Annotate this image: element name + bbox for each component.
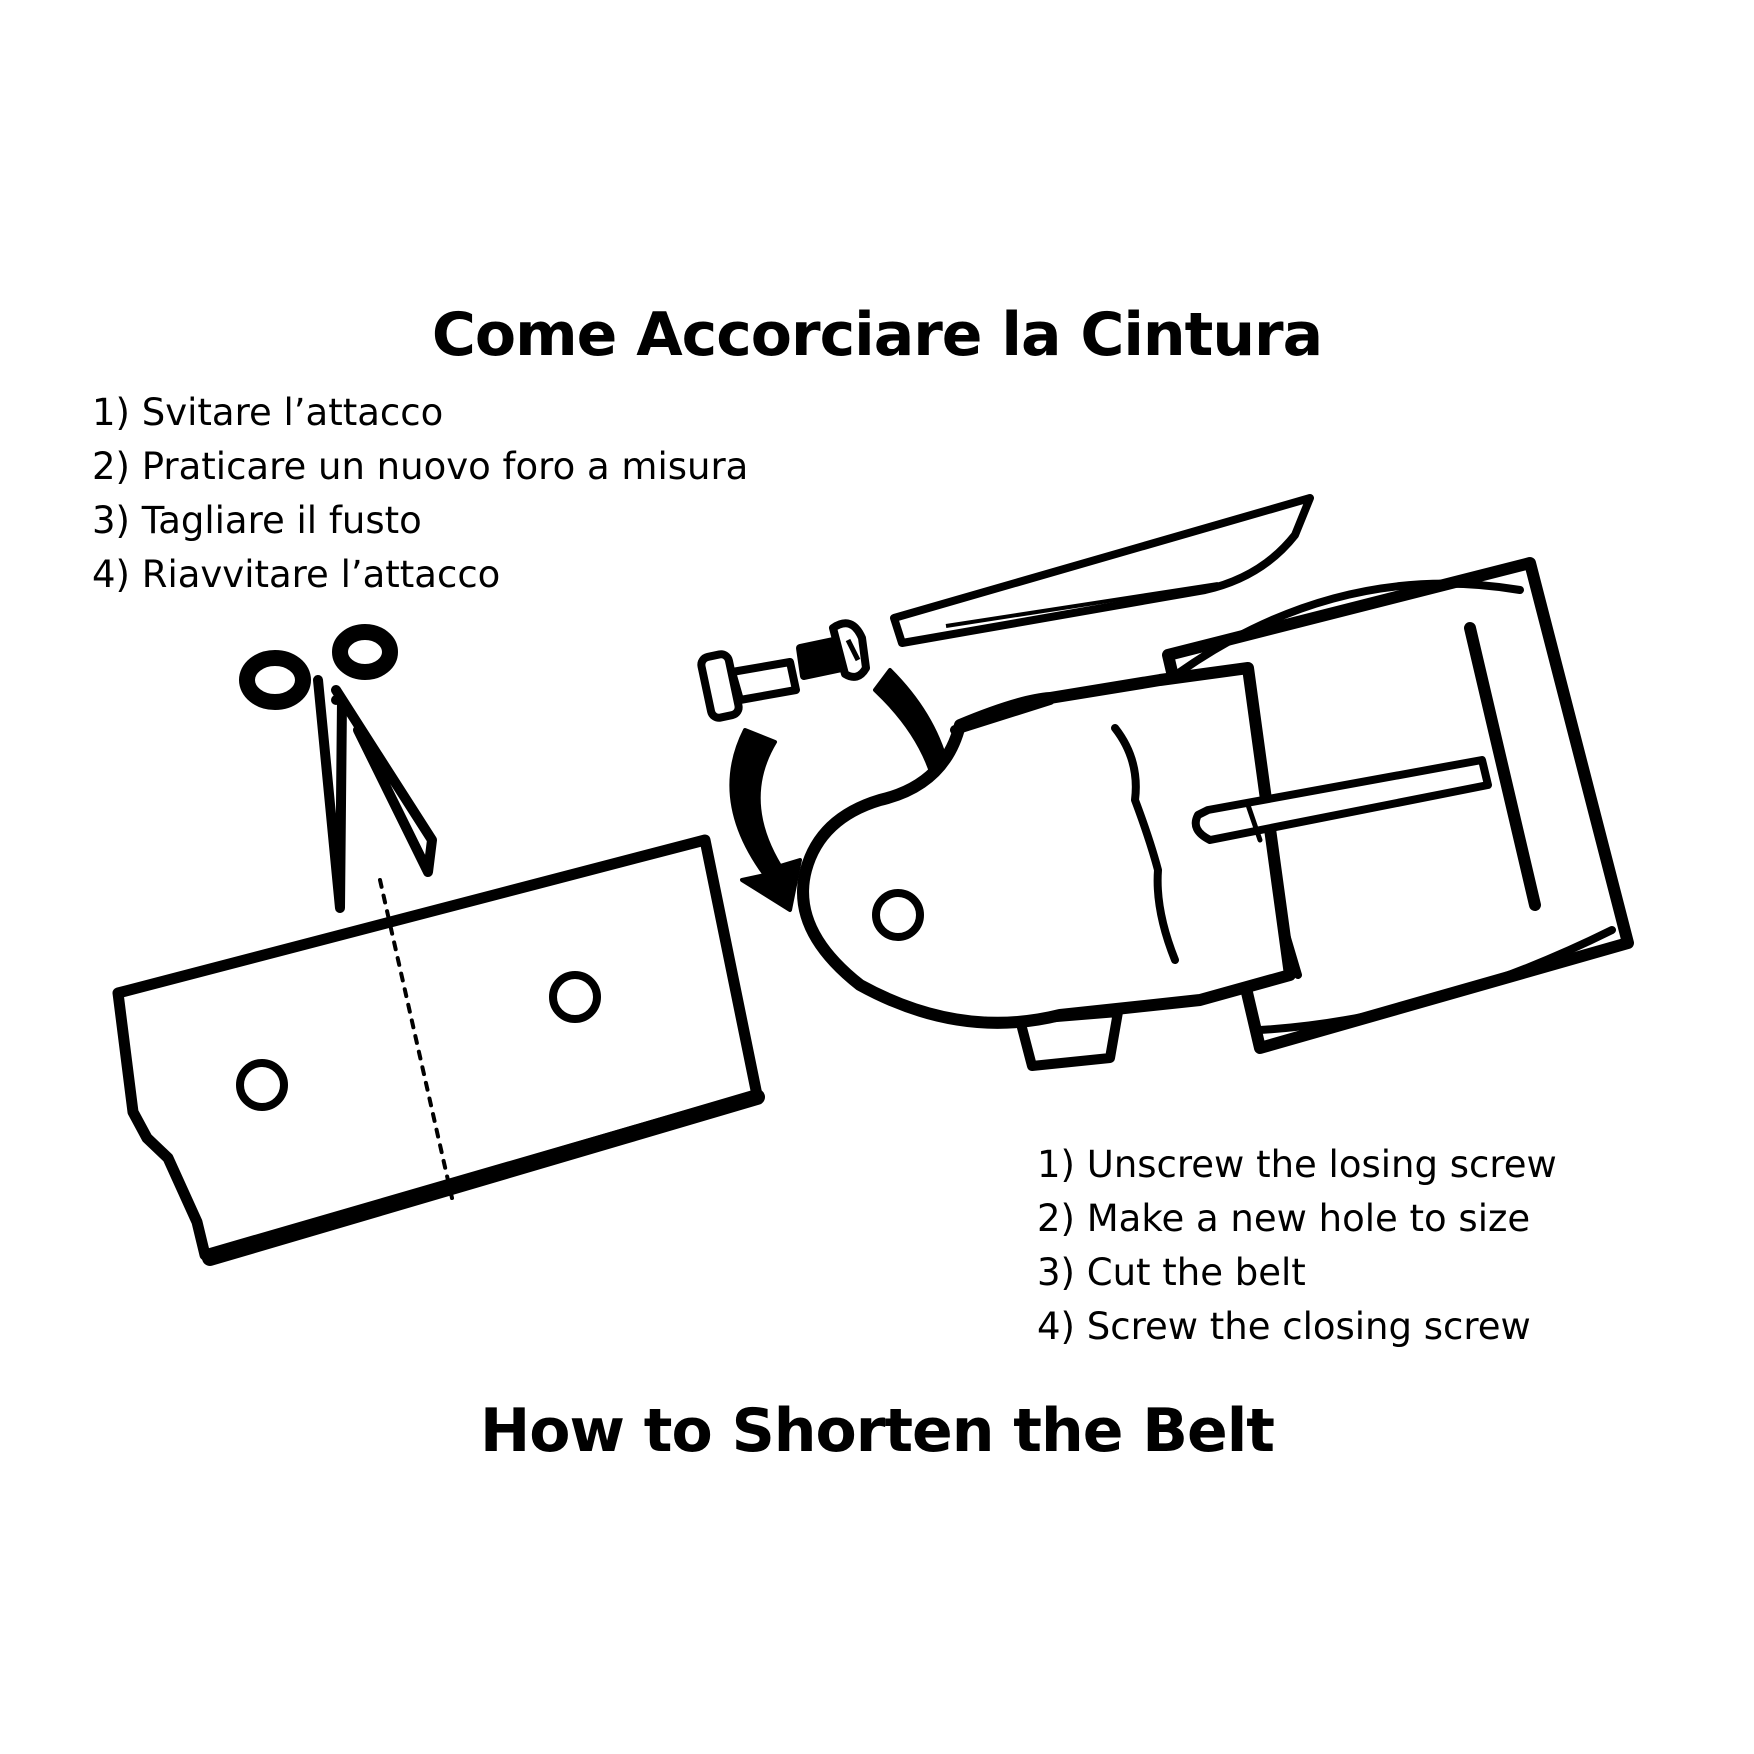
belt-hole-1 [236,1059,288,1111]
steps-english: 1) Unscrew the losing screw 2) Make a ne… [1037,1138,1557,1354]
step-en-1: 1) Unscrew the losing screw [1037,1143,1557,1186]
step-it-2: 2) Praticare un nuovo foro a misura [92,445,749,488]
belt-hole-2 [549,971,601,1023]
step-it-3: 3) Tagliare il fusto [92,499,422,542]
steps-italian: 1) Svitare l’attacco 2) Praticare un nuo… [92,386,748,602]
buckle-hole [872,889,924,941]
title-italian: Come Accorciare la Cintura [431,300,1323,370]
step-en-3: 3) Cut the belt [1037,1251,1306,1294]
cut-line [378,878,454,1200]
scissors-icon [239,624,437,913]
knife-icon [890,494,1314,647]
title-english: How to Shorten the Belt [480,1396,1275,1466]
step-it-1: 1) Svitare l’attacco [92,391,444,434]
step-it-4: 4) Riavvitare l’attacco [92,553,501,596]
belt-buckle [797,557,1634,1071]
step-en-2: 2) Make a new hole to size [1037,1197,1531,1240]
screw-icon [697,619,870,722]
belt-strap [112,834,765,1266]
step-en-4: 4) Screw the closing screw [1037,1305,1531,1348]
